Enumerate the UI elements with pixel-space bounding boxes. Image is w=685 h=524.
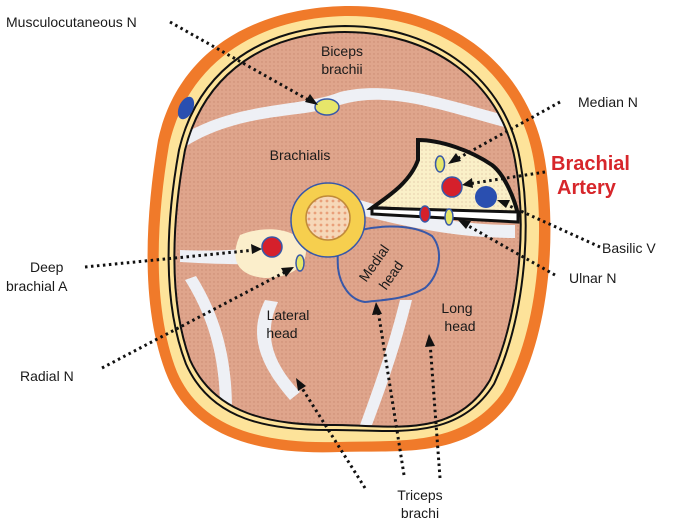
label-deep-brachial-2: brachial A bbox=[6, 278, 68, 294]
arrow-median-n bbox=[448, 153, 461, 164]
arrow-basilic-v bbox=[497, 200, 510, 208]
label-triceps-2: brachi bbox=[401, 505, 439, 521]
humerus-marrow bbox=[305, 195, 351, 241]
label-median-n: Median N bbox=[578, 94, 638, 110]
label-ulnar-n: Ulnar N bbox=[569, 270, 616, 286]
medial-head-muscle bbox=[336, 225, 441, 304]
label-long-head: Long bbox=[441, 300, 472, 316]
deep-brachial-artery bbox=[261, 236, 283, 258]
leader-median-n bbox=[454, 100, 561, 162]
basilic-vein bbox=[475, 186, 497, 208]
brachial-artery bbox=[441, 176, 463, 198]
label-long-head-2: head bbox=[444, 318, 475, 334]
anterior-septum bbox=[180, 88, 515, 150]
label-deep-brachial: Deep bbox=[30, 259, 64, 275]
arrow-triceps-3 bbox=[425, 334, 435, 347]
label-biceps-2: brachii bbox=[321, 61, 362, 77]
leader-lines bbox=[84, 20, 601, 489]
leader-triceps-1 bbox=[298, 384, 367, 489]
label-biceps: Biceps bbox=[321, 43, 363, 59]
median-nerve bbox=[434, 155, 446, 173]
label-musculocutaneous-n: Musculocutaneous N bbox=[6, 14, 137, 30]
label-basilic-v: Basilic V bbox=[602, 240, 656, 256]
label-brachialis: Brachialis bbox=[270, 147, 331, 163]
brachial-vein bbox=[419, 205, 431, 223]
arrow-triceps-2 bbox=[372, 302, 382, 315]
arrow-musculocutaneous bbox=[305, 94, 318, 105]
label-brachial-artery-2: Artery bbox=[557, 177, 617, 199]
arrow-brachial-artery bbox=[462, 178, 473, 188]
leader-brachial-artery bbox=[467, 170, 546, 186]
radial-nerve bbox=[295, 254, 305, 272]
leader-triceps-2 bbox=[376, 309, 406, 476]
ulnar-nerve bbox=[444, 208, 454, 226]
label-lateral-head-2: head bbox=[266, 325, 297, 341]
deep-fascia bbox=[167, 24, 527, 433]
lateral-head-border bbox=[185, 276, 232, 410]
cephalic-vein bbox=[177, 96, 195, 120]
leader-triceps-3 bbox=[428, 341, 442, 479]
arrow-deep-brachial-a bbox=[251, 244, 262, 254]
arrow-triceps-1 bbox=[296, 378, 306, 391]
arrow-radial-n bbox=[281, 267, 294, 277]
diagram-labels: Musculocutaneous N Biceps brachii Brachi… bbox=[6, 14, 656, 521]
label-triceps: Triceps bbox=[397, 487, 442, 503]
posterior-septum-right bbox=[360, 300, 412, 425]
inner-fascia bbox=[173, 30, 522, 428]
label-lateral-head: Lateral bbox=[267, 307, 310, 323]
arrow-ulnar-n bbox=[458, 220, 471, 229]
leader-radial-n bbox=[101, 269, 288, 370]
label-brachial-artery: Brachial bbox=[551, 153, 630, 175]
leader-ulnar-n bbox=[464, 222, 556, 277]
posterior-septum-left bbox=[257, 300, 300, 400]
label-radial-n: Radial N bbox=[20, 368, 74, 384]
leader-deep-brachial-a bbox=[84, 248, 256, 269]
musculocutaneous-nerve bbox=[314, 98, 340, 116]
